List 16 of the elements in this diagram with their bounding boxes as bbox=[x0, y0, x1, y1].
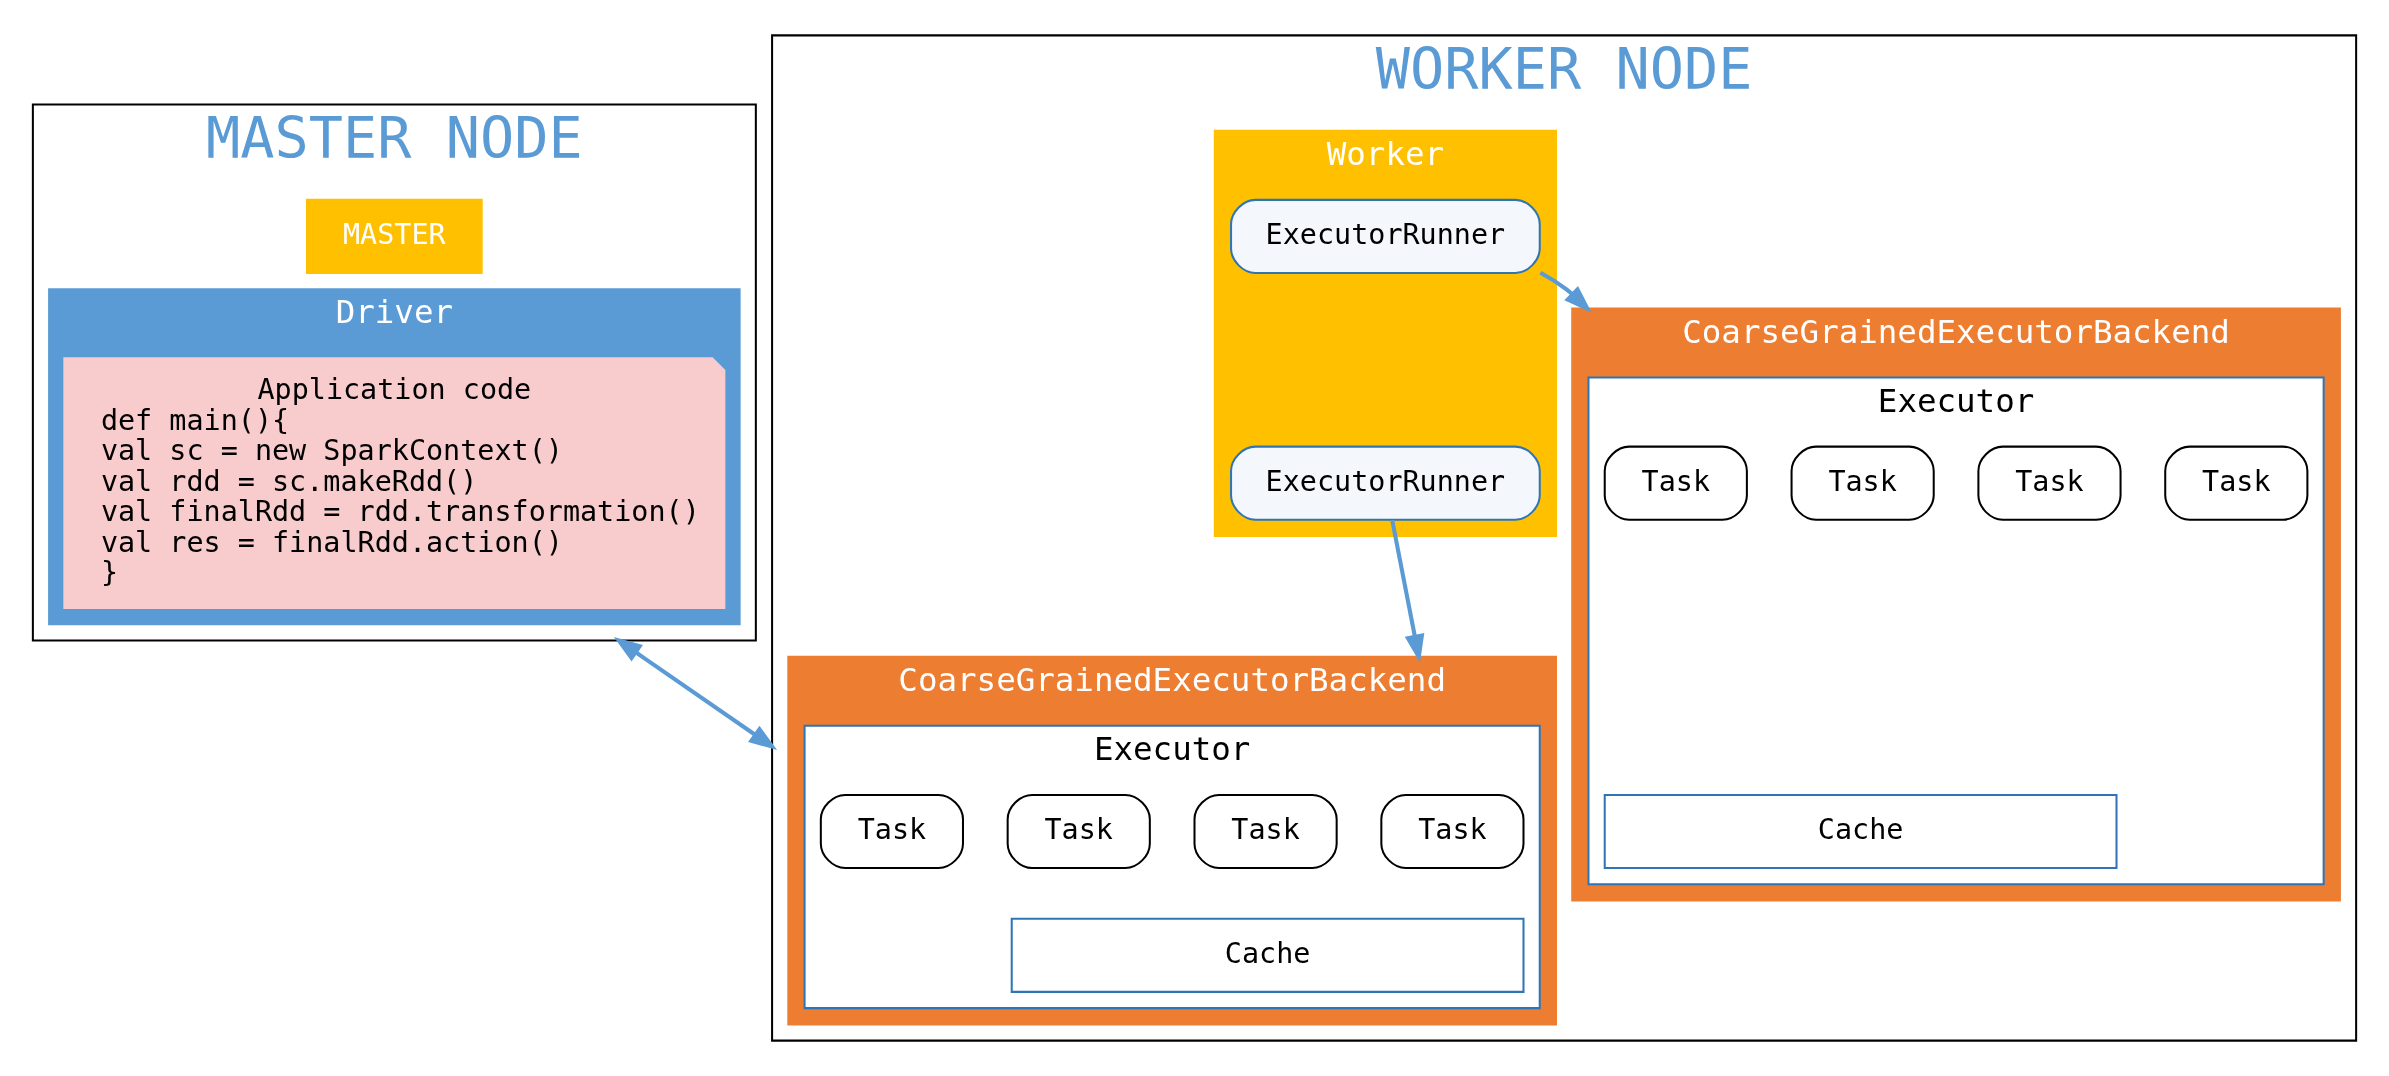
node-box: Task bbox=[1977, 445, 2122, 521]
arrow bbox=[1539, 270, 1592, 313]
node-box: Task bbox=[1603, 445, 1748, 521]
arrow bbox=[613, 637, 778, 751]
node-box: ExecutorRunner bbox=[1230, 445, 1541, 521]
node-box: Task bbox=[1193, 793, 1338, 870]
node-box: ExecutorRunner bbox=[1230, 198, 1541, 274]
node-box: MASTER bbox=[306, 198, 483, 274]
node-box: Task bbox=[819, 793, 964, 870]
node-box: Cache bbox=[1603, 793, 2118, 870]
node-box: Task bbox=[2164, 445, 2309, 521]
node-box: Task bbox=[1380, 793, 1525, 870]
arrow bbox=[1390, 519, 1425, 663]
node-box: Task bbox=[1790, 445, 1935, 521]
node-box: Task bbox=[1006, 793, 1151, 870]
node-box: Cache bbox=[1010, 917, 1525, 993]
